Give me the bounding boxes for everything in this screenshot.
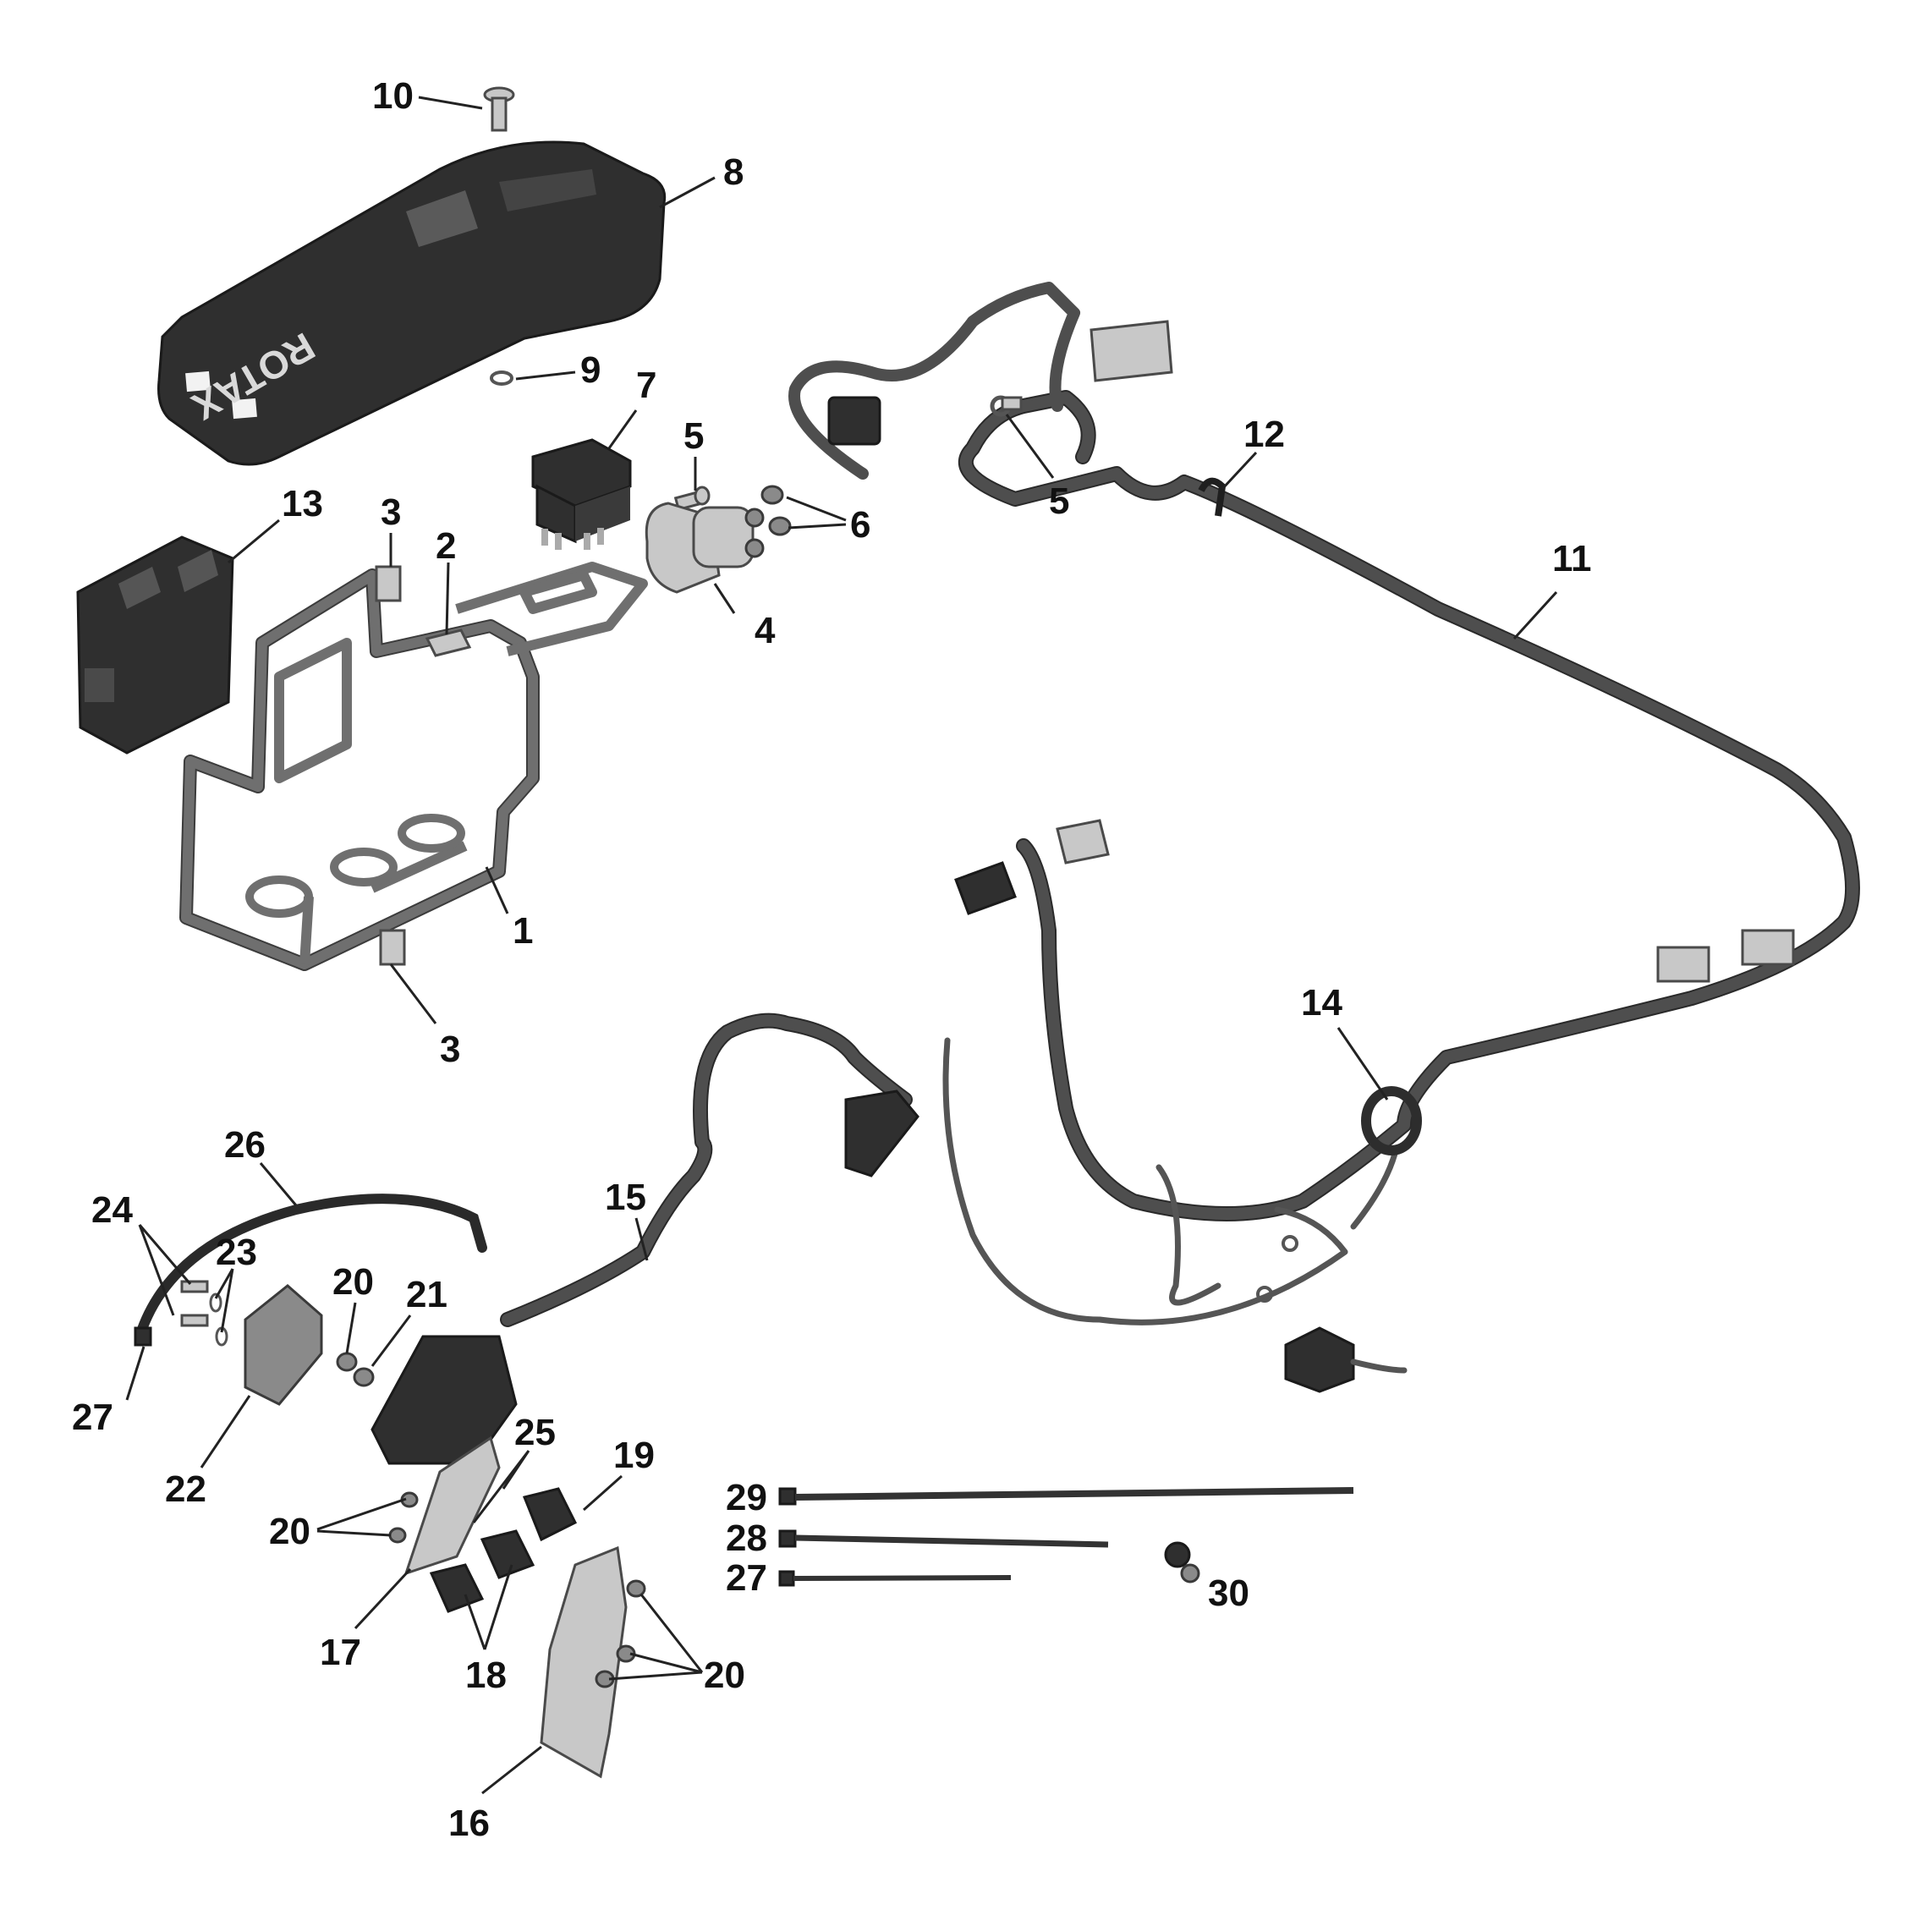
part-3-clip-lower — [379, 929, 406, 966]
part-30-clip — [1164, 1541, 1200, 1583]
part-13-box — [76, 535, 234, 755]
callout-25: 25 — [514, 1412, 556, 1453]
callout-30: 30 — [1208, 1572, 1249, 1614]
callout-16: 16 — [448, 1803, 490, 1844]
part-18-dampers — [429, 1529, 535, 1613]
part-6-nuts — [760, 485, 792, 536]
callout-13: 13 — [282, 483, 323, 524]
callout-20-middle: 20 — [269, 1511, 310, 1552]
callout-3-upper: 3 — [381, 491, 401, 533]
part-1-tray-bracket — [179, 562, 648, 971]
callout-20-lower: 20 — [704, 1655, 745, 1696]
part-2-clip — [425, 628, 472, 657]
part-5-ring-terminal-right — [990, 395, 1023, 417]
callout-19: 19 — [613, 1435, 655, 1476]
part-10-screw — [483, 86, 515, 132]
callout-2: 2 — [436, 525, 456, 567]
callout-23: 23 — [216, 1232, 257, 1273]
callout-10: 10 — [372, 75, 414, 117]
part-29-cable-tie — [778, 1487, 1354, 1506]
part-12-tie — [1198, 477, 1227, 517]
callout-20-upper: 20 — [332, 1261, 374, 1303]
part-27-plug-left — [134, 1326, 152, 1347]
part-20-21-nuts — [336, 1352, 375, 1387]
callout-14: 14 — [1301, 982, 1342, 1024]
callout-21: 21 — [406, 1274, 447, 1315]
part-8-cover: ROTAX — [157, 140, 667, 466]
part-9-washer — [490, 370, 513, 386]
callout-24: 24 — [91, 1189, 133, 1231]
part-14-ring — [1361, 1086, 1422, 1155]
callout-labels: 10 8 9 7 5 6 4 13 3 2 1 3 5 12 11 14 26 … — [72, 75, 1592, 1844]
part-27-cable-tie — [778, 1570, 1012, 1587]
part-15-ignition-coil — [370, 1013, 919, 1465]
part-23-24-bolts — [180, 1280, 228, 1347]
part-7-switch — [531, 438, 632, 550]
part-19-damper — [522, 1487, 578, 1542]
part-4-solenoid — [645, 502, 765, 594]
callout-9: 9 — [580, 349, 601, 391]
callout-5-upper-left: 5 — [683, 415, 704, 457]
part-3-clip-upper — [375, 565, 402, 602]
callout-29: 29 — [726, 1477, 767, 1518]
part-16-bracket — [540, 1545, 646, 1779]
part-28-cable-tie — [778, 1529, 1109, 1548]
callout-7: 7 — [636, 365, 656, 406]
callout-12: 12 — [1243, 414, 1285, 455]
callout-3-lower: 3 — [440, 1029, 460, 1070]
callout-27-left: 27 — [72, 1397, 113, 1438]
callout-11: 11 — [1552, 538, 1592, 579]
part-11-wiring-harness — [788, 282, 1860, 1393]
callout-5-right: 5 — [1049, 480, 1069, 522]
callout-17: 17 — [320, 1632, 361, 1673]
leader-lines — [125, 96, 1558, 1795]
callout-4: 4 — [755, 610, 776, 651]
callout-28: 28 — [726, 1518, 767, 1559]
part-26-hose — [134, 1194, 487, 1342]
callout-26: 26 — [224, 1124, 266, 1166]
part-17-plate — [388, 1435, 501, 1576]
callout-22: 22 — [165, 1468, 206, 1510]
part-5-bolt-left — [673, 486, 711, 512]
callout-18: 18 — [465, 1655, 507, 1696]
callout-6: 6 — [850, 504, 870, 546]
callout-27-ties: 27 — [726, 1557, 767, 1599]
part-22-sensor — [244, 1284, 323, 1406]
callout-8: 8 — [723, 151, 744, 193]
callout-1: 1 — [513, 910, 533, 952]
callout-15: 15 — [605, 1177, 646, 1218]
